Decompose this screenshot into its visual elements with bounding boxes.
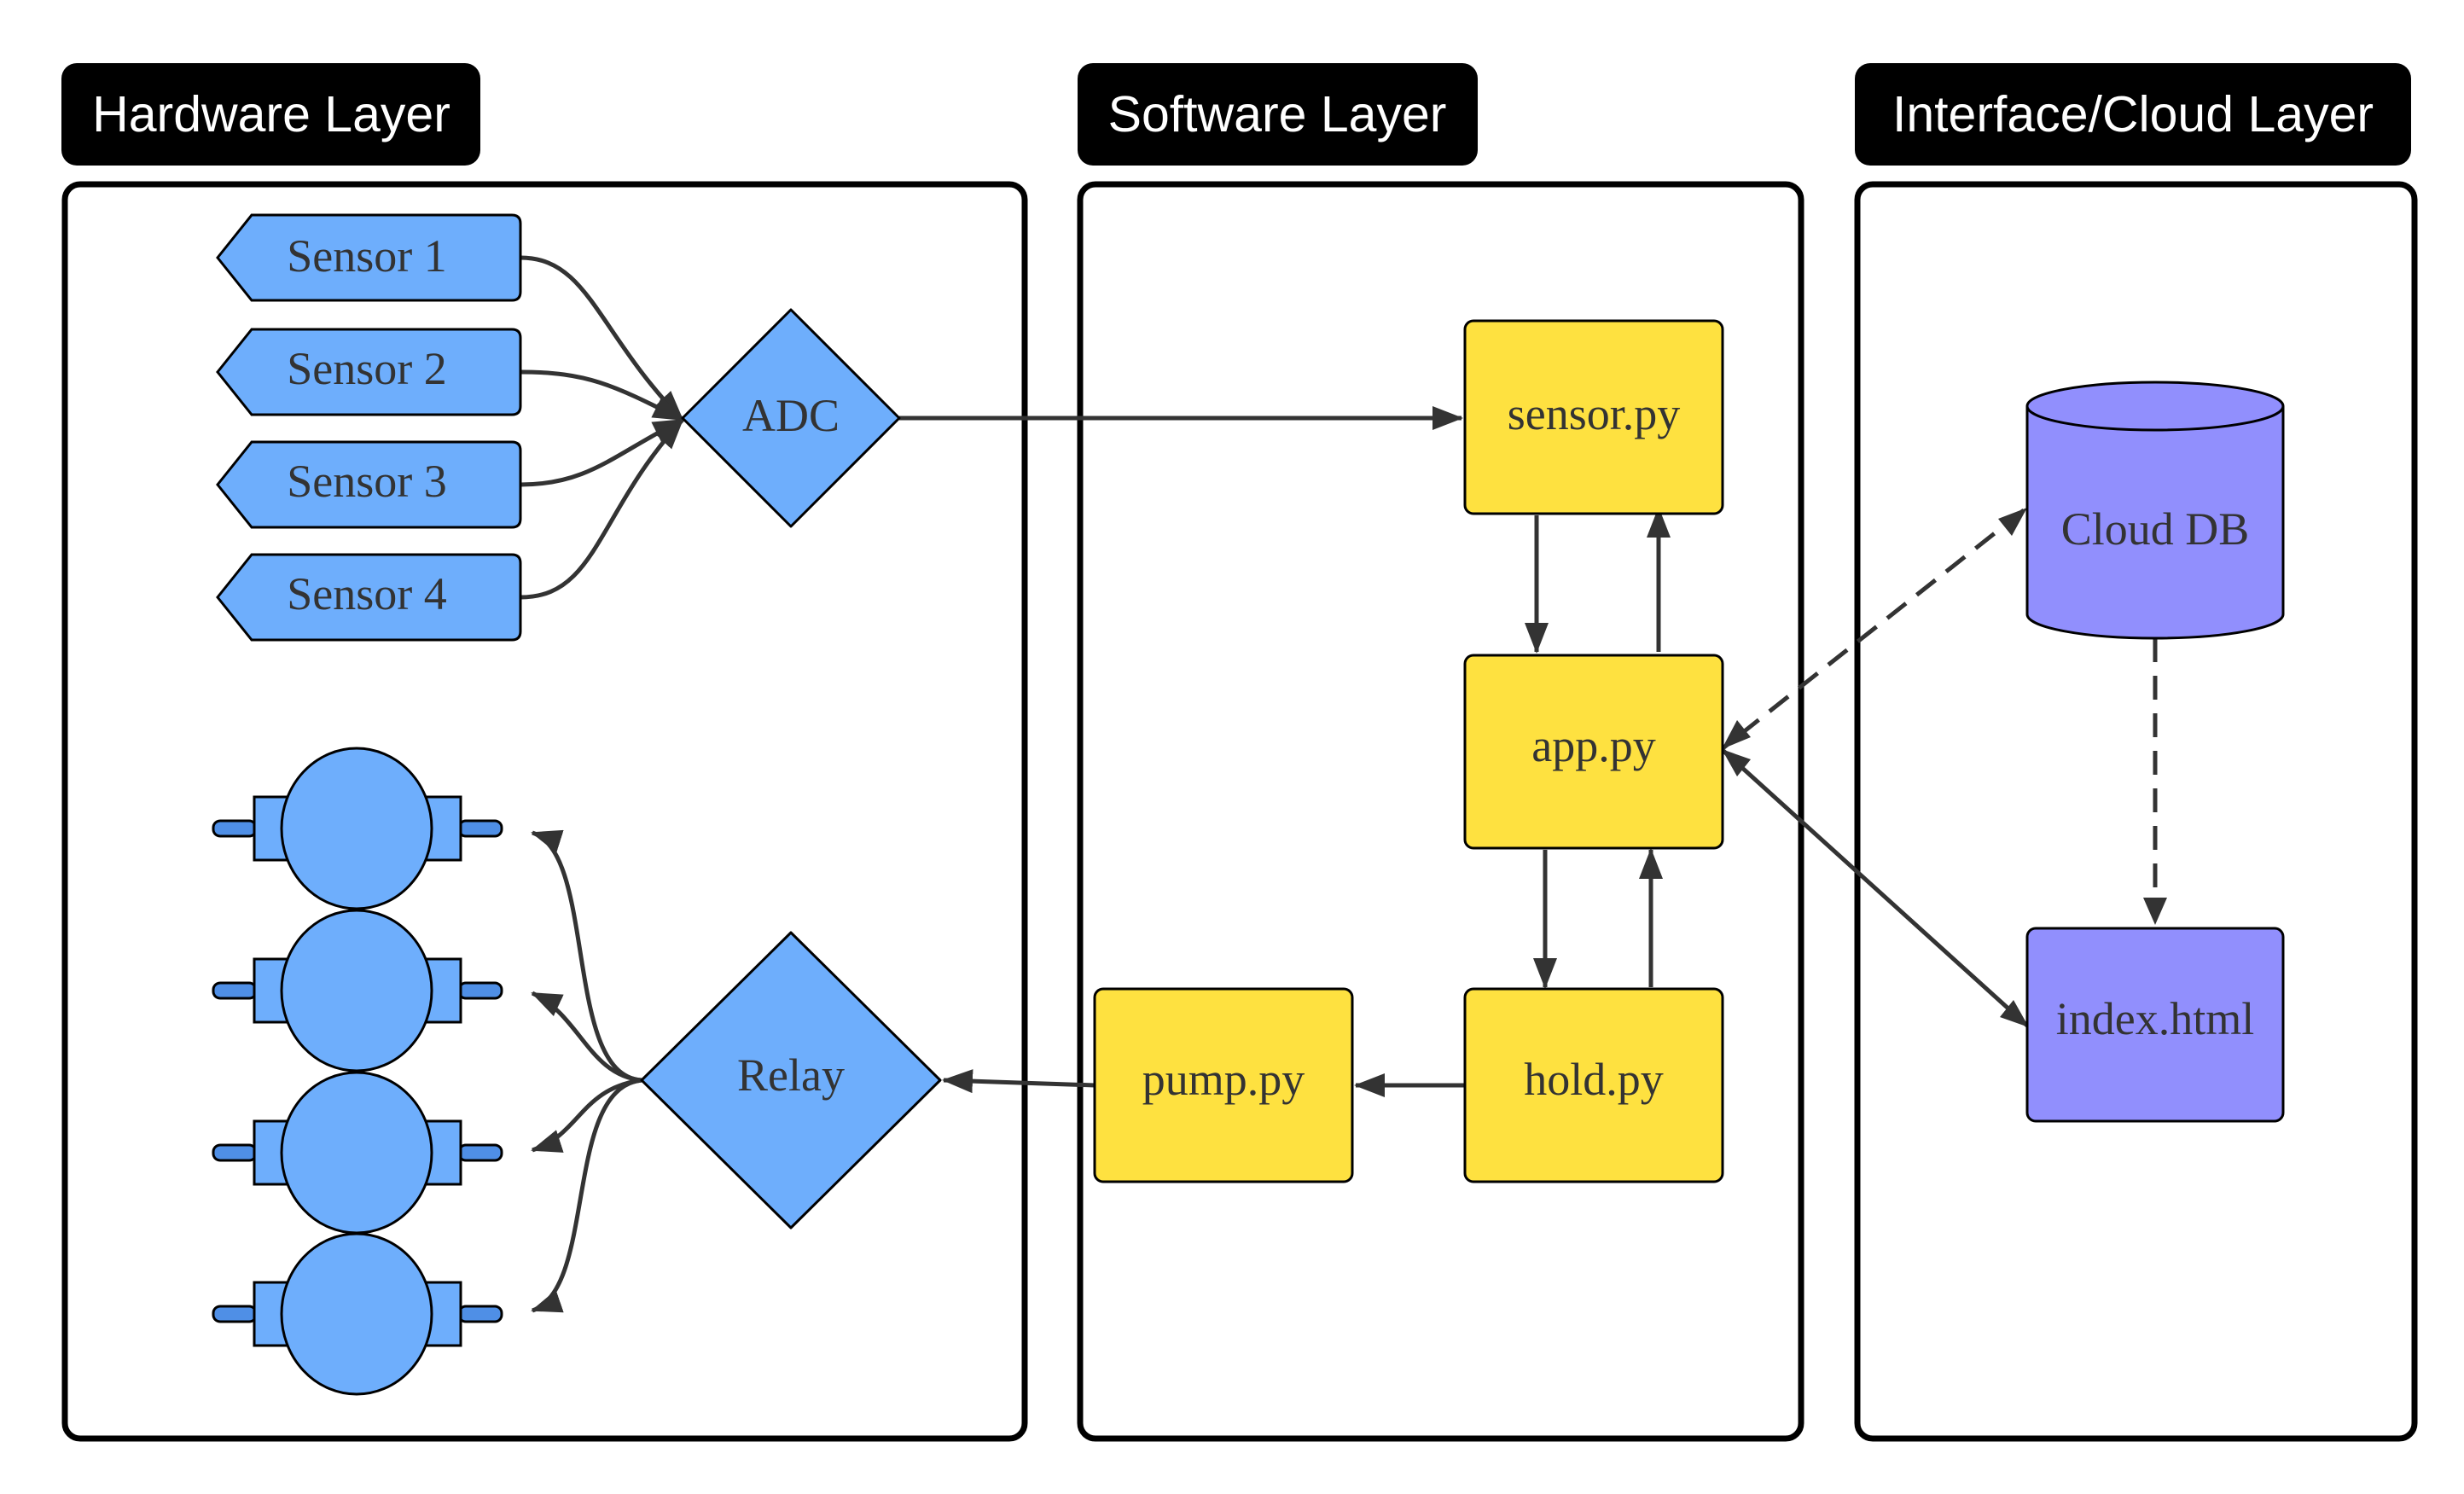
sensor-3-label: Sensor 3 [287, 456, 447, 507]
sensor-py-label: sensor.py [1508, 388, 1681, 439]
interface-layer-title: Interface/Cloud Layer [1892, 86, 2374, 142]
relay-node: Relay [640, 931, 942, 1229]
edge-clouddb-apppy [1720, 509, 2025, 751]
pump-motor-2 [212, 909, 503, 1073]
cloud-db-node: Cloud DB [2025, 381, 2285, 640]
sensor-4: Sensor 4 [216, 553, 522, 642]
cloud-db-label: Cloud DB [2061, 503, 2250, 555]
edge-sensor3-adc [520, 417, 684, 487]
sensor-py-node: sensor.py [1463, 319, 1724, 515]
edge-relay-pump3 [531, 1078, 642, 1153]
relay-label: Relay [737, 1049, 845, 1101]
hold-py-label: hold.py [1524, 1054, 1664, 1105]
sensor-2: Sensor 2 [216, 328, 522, 416]
app-py-node: app.py [1463, 654, 1724, 850]
sensor-1-label: Sensor 1 [287, 230, 447, 282]
edge-clouddb-arrowhead [1998, 508, 2027, 536]
pump-motor-1 [212, 747, 503, 910]
sensor-4-label: Sensor 4 [287, 568, 447, 619]
edge-relay-pump4 [531, 1078, 642, 1313]
hardware-layer-tab: Hardware Layer [61, 63, 480, 166]
hardware-layer-title: Hardware Layer [92, 86, 450, 142]
edge-sensor4-adc [520, 418, 684, 600]
adc-label: ADC [742, 390, 840, 441]
edge-sensor2-adc [520, 369, 684, 422]
index-html-label: index.html [2056, 993, 2254, 1044]
edge-relay-pump2 [531, 991, 642, 1083]
sensor-2-label: Sensor 2 [287, 343, 447, 394]
edge-indexhtml-arrowhead-dashed [2143, 898, 2167, 925]
software-layer-title: Software Layer [1108, 86, 1447, 142]
index-html-node: index.html [2025, 927, 2285, 1123]
edge-pumppy-relay [942, 1069, 1095, 1094]
interface-layer-tab: Interface/Cloud Layer [1855, 63, 2411, 166]
edge-apppy-arrowhead-dashed [1722, 720, 1751, 749]
hardware-layer-container [61, 181, 1028, 1442]
hold-py-node: hold.py [1463, 987, 1724, 1183]
interface-layer-container [1854, 181, 2418, 1442]
edge-apppy-arrowhead-solid [1722, 749, 1751, 776]
edge-relay-pump1 [531, 830, 642, 1083]
software-layer-tab: Software Layer [1078, 63, 1478, 166]
edge-indexhtml-arrowhead-solid [2000, 1000, 2029, 1027]
pump-py-label: pump.py [1142, 1054, 1305, 1105]
adc-node: ADC [681, 308, 901, 528]
app-py-label: app.py [1531, 720, 1655, 771]
pump-py-node: pump.py [1093, 987, 1354, 1183]
sensor-3: Sensor 3 [216, 440, 522, 529]
sensor-1: Sensor 1 [216, 213, 522, 302]
pump-motor-3 [212, 1071, 503, 1235]
software-layer-container [1077, 181, 1804, 1442]
edge-apppy-indexhtml [1722, 749, 2029, 1027]
edge-sensor1-adc [520, 255, 684, 421]
pump-motor-4 [212, 1232, 503, 1396]
